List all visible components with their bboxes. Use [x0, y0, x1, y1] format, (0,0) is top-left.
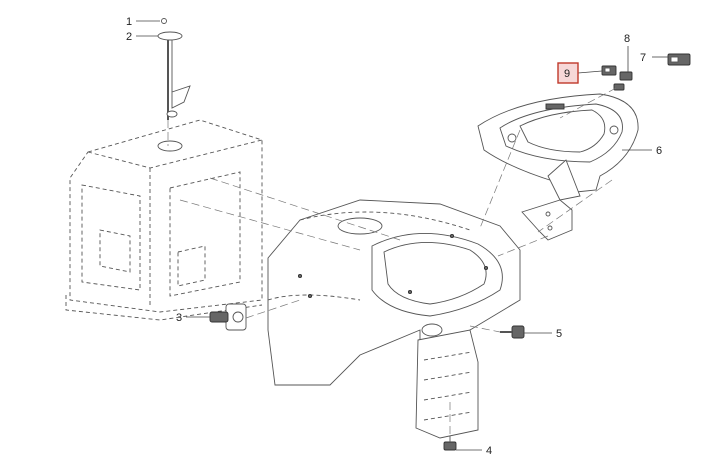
- instrument-cluster: [477, 93, 639, 201]
- fuel-sender-assembly: [157, 18, 191, 146]
- assembly-guides: [179, 87, 617, 436]
- leader-lines: [136, 20, 668, 451]
- callout-9-highlight[interactable]: 9: [557, 62, 579, 84]
- callout-7: 7: [640, 52, 646, 64]
- sensor-3: [209, 303, 247, 331]
- callout-3: 3: [176, 312, 182, 324]
- sensor-5: [500, 325, 525, 339]
- callout-1: 1: [126, 16, 132, 28]
- callout-labels: 1 2 3 4 5 6 7 8 9: [126, 16, 662, 457]
- sensor-4: [443, 436, 457, 451]
- switch-7: [667, 53, 691, 66]
- callout-2: 2: [126, 31, 132, 43]
- callout-6: 6: [656, 145, 662, 157]
- steering-column: [415, 329, 479, 439]
- cluster-bracket: [521, 199, 573, 241]
- leader-9: [577, 70, 603, 74]
- switch-8: [613, 71, 633, 91]
- callout-9: 9: [564, 68, 570, 80]
- fuel-tank: [65, 119, 263, 321]
- callout-5: 5: [556, 328, 562, 340]
- dashboard-shroud: [267, 199, 521, 386]
- switch-9: [601, 65, 617, 76]
- callout-4: 4: [486, 445, 492, 457]
- callout-8: 8: [624, 33, 630, 45]
